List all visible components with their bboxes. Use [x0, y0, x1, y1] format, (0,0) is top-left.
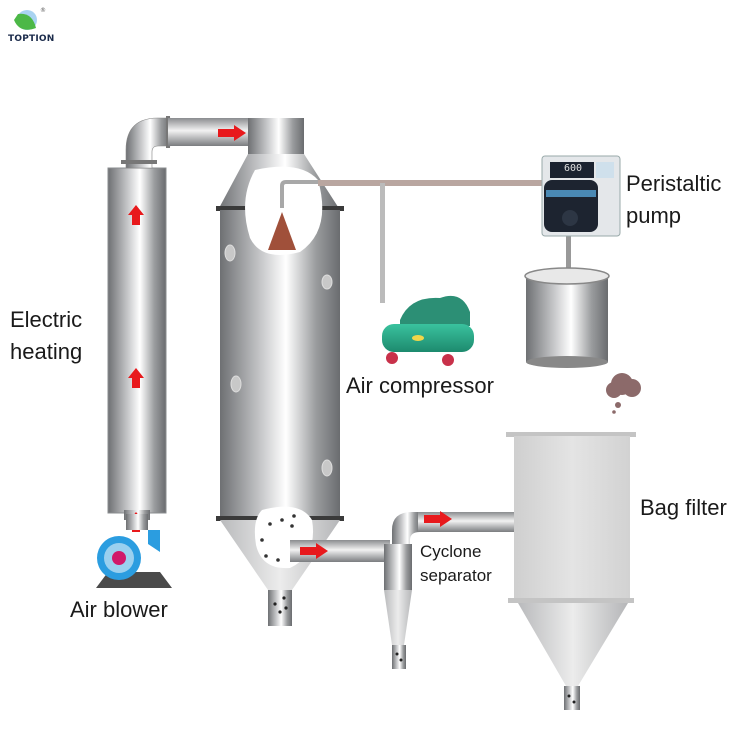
label-electric-heating: Electric heating	[10, 307, 83, 364]
label-cyclone-separator: Cyclone separator	[420, 542, 492, 585]
pump-display: 600	[563, 163, 583, 174]
toption-logo: ®	[14, 7, 46, 30]
electric-heater-column	[107, 116, 248, 532]
label-air-compressor: Air compressor	[346, 373, 494, 398]
feed-pipe	[318, 180, 571, 303]
outlet-pipe	[290, 540, 390, 562]
svg-text:®: ®	[40, 7, 46, 14]
bag-filter	[506, 432, 636, 710]
brand-name: TOPTION	[8, 34, 55, 44]
cyclone-separator	[384, 511, 514, 669]
peristaltic-pump	[541, 155, 621, 237]
exhaust-cloud	[606, 373, 641, 414]
label-peristaltic-pump: Peristaltic pump	[626, 171, 722, 228]
spray-cone	[268, 212, 296, 250]
air-compressor	[382, 295, 474, 366]
feed-beaker	[524, 267, 610, 368]
label-air-blower: Air blower	[70, 597, 168, 622]
label-bag-filter: Bag filter	[640, 495, 727, 520]
air-blower	[96, 514, 172, 588]
